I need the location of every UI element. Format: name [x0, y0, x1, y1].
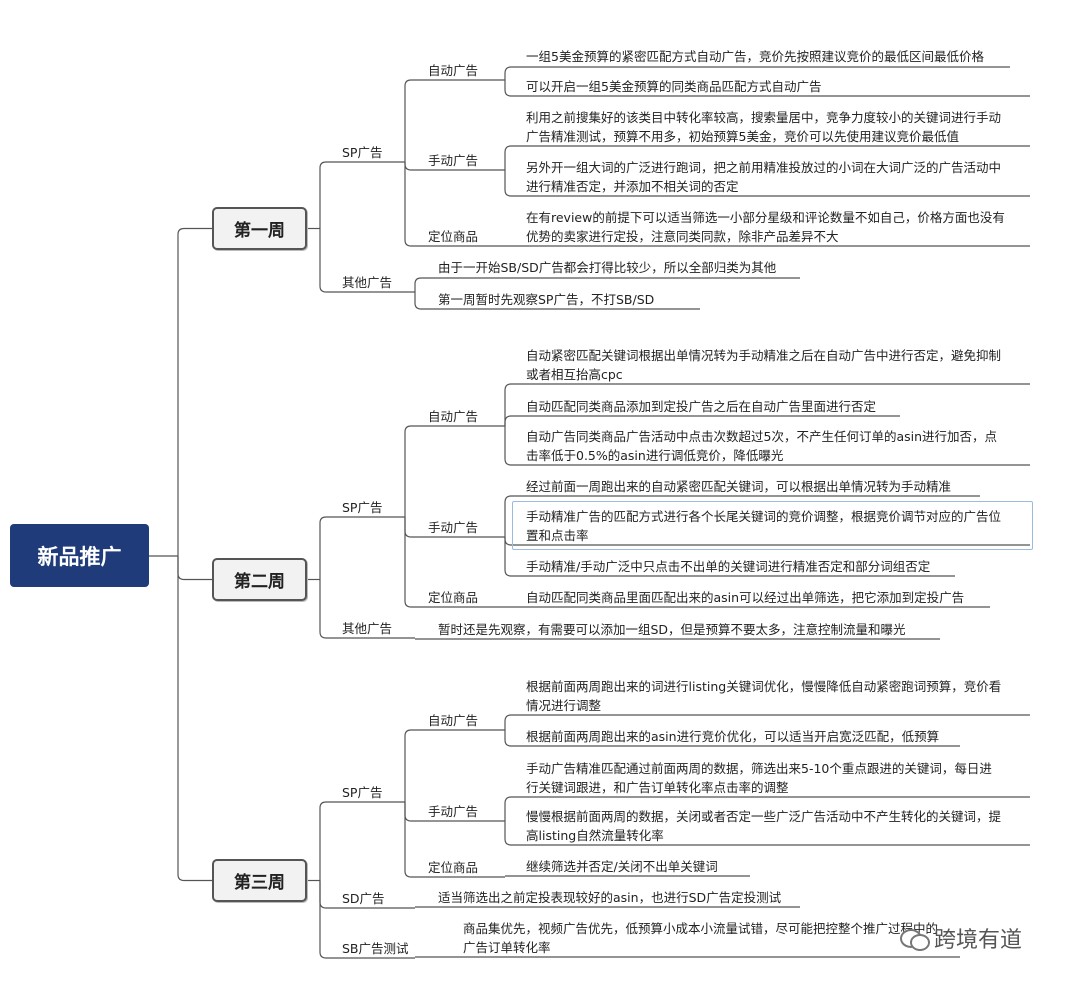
connector-leaf: [504, 796, 1030, 821]
connector-group-3-1-1: [404, 729, 505, 802]
connector-leaf: [504, 170, 1030, 197]
group-label[interactable]: 定位商品: [428, 229, 479, 244]
group-label[interactable]: 定位商品: [428, 590, 479, 605]
connector-leaf: [504, 714, 1030, 730]
connector-cat-2-1: [319, 516, 405, 580]
connector-leaf: [504, 80, 1030, 97]
leaf-item[interactable]: 根据前面两周跑出来的asin进行竞价优化，可以适当开启宽泛匹配，低预算: [526, 729, 940, 744]
leaf-item[interactable]: 暂时还是先观察，有需要可以添加一组SD，但是预算不要太多，注意控制流量和曝光: [438, 622, 906, 637]
leaf-item[interactable]: 一组5美金预算的紧密匹配方式自动广告，竞价先按照建议竞价的最低区间最低价格: [526, 49, 984, 64]
group-label[interactable]: 手动广告: [428, 153, 479, 168]
group-label[interactable]: 定位商品: [428, 860, 479, 875]
leaf-item[interactable]: 慢慢根据前面两周的数据，关闭或者否定一些广泛广告活动中不产生转化的关键词，提高l…: [526, 809, 1002, 843]
leaf-item[interactable]: 自动紧密匹配关键词根据出单情况转为手动精准之后在自动广告中进行否定，避免抑制或者…: [526, 348, 1002, 382]
leaf-item[interactable]: 自动匹配同类商品里面匹配出来的asin可以经过出单筛选，把它添加到定投广告: [526, 590, 965, 605]
leaf-item[interactable]: 手动广告精准匹配通过前面两周的数据，筛选出来5-10个重点跟进的关键词，每日进行…: [526, 761, 992, 795]
category-label[interactable]: SP广告: [342, 785, 383, 800]
connector-leaf: [414, 292, 700, 310]
group-label[interactable]: 自动广告: [428, 63, 479, 78]
category-label[interactable]: SD广告: [342, 891, 385, 906]
connector-week-3: [177, 556, 212, 882]
category-label[interactable]: 其他广告: [342, 621, 393, 636]
connector-week-1: [177, 227, 212, 556]
leaf-item[interactable]: 在有review的前提下可以适当筛选一小部分星级和评论数量不如自己，价格方面也没…: [526, 210, 1005, 244]
leaf-item[interactable]: 由于一开始SB/SD广告都会打得比较少，所以全部归类为其他: [438, 260, 777, 275]
category-label[interactable]: SP广告: [342, 145, 383, 160]
selected-node-highlight: [512, 501, 1033, 550]
root-node[interactable]: 新品推广: [10, 524, 149, 587]
leaf-item[interactable]: 手动精准广告的匹配方式进行各个长尾关键词的竞价调整，根据竞价调节对应的广告位置和…: [526, 509, 1002, 543]
connector-leaf: [504, 383, 1030, 426]
root-label: 新品推广: [37, 544, 122, 569]
leaf-item[interactable]: 经过前面一周跑出来的自动紧密匹配关键词，可以根据出单情况转为手动精准: [526, 479, 952, 494]
wechat-icon: [900, 925, 930, 951]
connector-leaf: [504, 426, 1030, 466]
leaf-item[interactable]: 可以开启一组5美金预算的同类商品匹配方式自动广告: [526, 79, 822, 94]
connector-leaf: [504, 66, 1010, 80]
leaf-item[interactable]: 根据前面两周跑出来的词进行listing关键词优化，慢慢降低自动紧密跑词预算，竞…: [526, 679, 1002, 713]
connector-week-2: [177, 556, 212, 581]
leaf-item[interactable]: 继续筛选并否定/关闭不出单关键词: [526, 859, 718, 874]
connector-leaf: [504, 730, 960, 747]
connector-cat-2-2: [319, 579, 415, 639]
watermark-text: 跨境有道: [934, 928, 1023, 953]
leaf-item[interactable]: 自动广告同类商品广告活动中点击次数超过5次，不产生任何订单的asin进行加否，点…: [526, 429, 998, 463]
leaf-item[interactable]: 另外开一组大词的广泛进行跑词，把之前用精准投放过的小词在大词广泛的广告活动中进行…: [526, 160, 1002, 194]
connector-leaf: [504, 821, 1030, 846]
leaf-item[interactable]: 手动精准/手动广泛中只点击不出单的关键词进行精准否定和部分词组否定: [526, 559, 931, 574]
connector-leaf: [414, 277, 800, 292]
connector-leaf: [504, 537, 955, 577]
week-node-3[interactable]: 第三周: [212, 859, 307, 902]
connector-group-2-1-3: [404, 517, 505, 608]
week-node-2[interactable]: 第二周: [212, 558, 307, 601]
watermark: 跨境有道: [900, 922, 1022, 954]
category-label[interactable]: SB广告测试: [342, 941, 409, 956]
connector-leaf: [504, 145, 1030, 170]
connector-cat-1-2: [319, 228, 415, 293]
group-label[interactable]: 手动广告: [428, 804, 479, 819]
connector-leaf: [504, 495, 980, 537]
connector-group-3-1-3: [404, 802, 505, 878]
leaf-item[interactable]: 利用之前搜集好的该类目中转化率较高，搜索量居中，竞争力度较小的关键词进行手动广告…: [526, 110, 1002, 144]
connector-cat-3-1: [319, 801, 405, 881]
connector-cat-3-3: [319, 880, 415, 959]
leaf-item[interactable]: 适当筛选出之前定投表现较好的asin，也进行SD广告定投测试: [438, 890, 782, 905]
category-label[interactable]: SP广告: [342, 500, 383, 515]
connector-group-1-1-1: [404, 79, 505, 162]
leaf-item[interactable]: 商品集优先，视频广告优先，低预算小成本小流量试错，尽可能把控整个推广过程中的广告…: [463, 921, 939, 955]
connector-group-2-1-1: [404, 425, 505, 517]
week-node-1[interactable]: 第一周: [212, 207, 307, 250]
leaf-item[interactable]: 第一周暂时先观察SP广告，不打SB/SD: [438, 292, 655, 307]
connector-cat-1-1: [319, 161, 405, 229]
group-label[interactable]: 自动广告: [428, 713, 479, 728]
group-label[interactable]: 手动广告: [428, 520, 479, 535]
category-label[interactable]: 其他广告: [342, 275, 393, 290]
connector-group-1-1-3: [404, 162, 505, 247]
group-label[interactable]: 自动广告: [428, 409, 479, 424]
leaf-item[interactable]: 自动匹配同类商品添加到定投广告之后在自动广告里面进行否定: [526, 399, 877, 414]
connector-leaf: [504, 415, 900, 426]
